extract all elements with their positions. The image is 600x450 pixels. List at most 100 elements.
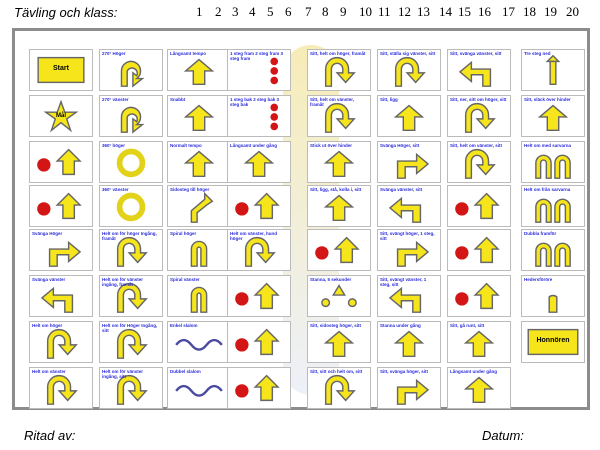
column-number: 19 bbox=[544, 4, 557, 19]
sign-stop-arrow-icon bbox=[315, 236, 360, 264]
rally-sign-card: Stick ut över hinder bbox=[307, 141, 371, 183]
rally-sign-card: Sitt, helt om vänster, framåt bbox=[307, 95, 371, 137]
sign-uturn-icon bbox=[324, 102, 356, 133]
rally-sign-card bbox=[227, 185, 291, 227]
rally-sign-card: Sitt, sidosteg höger, sitt bbox=[307, 321, 371, 363]
rally-sign-card: Helt om för vänster ingång, sitt bbox=[99, 367, 163, 409]
sign-steps-icon bbox=[270, 57, 279, 85]
card-label: Sitt, svänga höger, sitt bbox=[380, 369, 429, 374]
rally-sign-card: Honnören bbox=[521, 321, 585, 363]
card-label: Sitt, sidosteg höger, sitt bbox=[310, 323, 362, 328]
column-number: 3 bbox=[232, 4, 239, 19]
rally-sign-card bbox=[29, 185, 93, 227]
card-label: 270° vänster bbox=[102, 97, 129, 102]
rally-sign-card: Helt om höger bbox=[29, 321, 93, 363]
rally-sign-card: Helt om för höger Ingång, framåt bbox=[99, 229, 163, 271]
sign-loop-icon bbox=[120, 106, 145, 134]
column-number: 11 bbox=[378, 4, 391, 19]
sign-double-icon bbox=[535, 198, 571, 223]
rally-sign-card: Sitt, ner, sitt om höger, sitt bbox=[447, 95, 511, 137]
card-label: Sitt, ner, sitt om höger, sitt bbox=[450, 97, 507, 102]
rally-sign-card: 270° vänster bbox=[99, 95, 163, 137]
sign-double-icon bbox=[535, 242, 571, 267]
card-label: Sitt, sitt och helt om, sitt bbox=[310, 369, 363, 374]
sign-arrow-icon bbox=[323, 330, 355, 357]
rally-sign-card: Sitt, ligg, stå, kolla i, sitt bbox=[307, 185, 371, 227]
card-label: Sitt, svängt vänster, 1 steg, sitt bbox=[380, 277, 427, 287]
sign-steps3-icon bbox=[545, 54, 561, 85]
sign-turn-right-icon bbox=[48, 240, 82, 267]
card-label: Sitt, helt om höger, framåt bbox=[310, 51, 366, 56]
sign-star-icon bbox=[43, 99, 79, 133]
sign-uturn-icon bbox=[464, 102, 496, 133]
sign-slalom-icon bbox=[175, 338, 223, 351]
rally-sign-card: Stanna, 5 sekunder bbox=[307, 275, 371, 317]
card-label: Normalt tempo bbox=[170, 143, 202, 148]
sign-turn-left-icon bbox=[40, 286, 74, 313]
card-label: Snabbt bbox=[170, 97, 186, 102]
card-label: Dubbel slalom bbox=[170, 369, 201, 374]
sign-arrow-icon bbox=[537, 104, 569, 131]
rally-sign-card: 270° Höger bbox=[99, 49, 163, 91]
column-number: 9 bbox=[340, 4, 347, 19]
card-label: Enkel slalom bbox=[170, 323, 198, 328]
sign-arrow-icon bbox=[243, 150, 275, 177]
rally-sign-card: Dubbel slalom bbox=[167, 367, 231, 409]
sign-honor-icon bbox=[548, 294, 558, 313]
rally-sign-card bbox=[227, 367, 291, 409]
card-label: Helt om för vänster ingång, framåt bbox=[102, 277, 144, 287]
sign-loop-icon bbox=[120, 60, 145, 88]
rally-sign-card: Helt om för vänster ingång, framåt bbox=[99, 275, 163, 317]
sign-uturn-icon bbox=[464, 148, 496, 179]
sign-arrow-icon bbox=[183, 104, 215, 131]
column-number: 12 bbox=[398, 4, 411, 19]
sign-arrow-icon bbox=[183, 150, 215, 177]
rally-sign-card: Sitt, svänga höger, sitt bbox=[377, 367, 441, 409]
sign-uturn-icon bbox=[116, 282, 148, 313]
card-label: Stanna under gång bbox=[380, 323, 421, 328]
column-number: 13 bbox=[417, 4, 430, 19]
sign-arrow-icon bbox=[323, 194, 355, 221]
sign-arrow-icon bbox=[393, 104, 425, 131]
sign-stop-arrow-icon bbox=[455, 192, 500, 220]
card-label: Långsamt tempo bbox=[170, 51, 207, 56]
sign-uturn-icon bbox=[324, 56, 356, 87]
rally-sign-card: Start bbox=[29, 49, 93, 91]
card-label: Sitt, helt om vänster, sitt bbox=[450, 143, 503, 148]
column-number: 16 bbox=[478, 4, 491, 19]
card-label: Helt om höger bbox=[32, 323, 63, 328]
drawn-by-label: Ritad av: bbox=[24, 428, 76, 443]
sign-arrow-icon bbox=[183, 58, 215, 85]
rally-sign-card: Helt om med sarvarna bbox=[521, 141, 585, 183]
sign-steps-icon bbox=[270, 103, 279, 131]
card-label: Hedersföröre bbox=[524, 277, 553, 282]
card-label: Dubbla framför bbox=[524, 231, 557, 236]
column-number: 8 bbox=[322, 4, 329, 19]
rally-sign-card: Stanna under gång bbox=[377, 321, 441, 363]
sign-honnor-icon bbox=[527, 328, 579, 356]
rally-sign-card: Svänga Höger bbox=[29, 229, 93, 271]
sign-uturn-icon bbox=[324, 374, 356, 405]
sign-start-icon bbox=[37, 56, 85, 84]
rally-sign-card bbox=[447, 185, 511, 227]
card-label: Tre steg ned bbox=[524, 51, 551, 56]
sign-turn-left-icon bbox=[388, 196, 422, 223]
rally-sign-card: Hedersföröre bbox=[521, 275, 585, 317]
sign-uturn-icon bbox=[116, 328, 148, 359]
sign-circle-icon bbox=[116, 192, 146, 222]
card-label: Helt om för höger Ingång, framåt bbox=[102, 231, 157, 241]
sign-stop-arrow-icon bbox=[37, 192, 82, 220]
sign-stop-arrow-icon bbox=[235, 282, 280, 310]
rally-sign-card: Sitt, ligg bbox=[377, 95, 441, 137]
card-label: 360° vänster bbox=[102, 187, 129, 192]
rally-sign-card: Helt om vänster, hund höger bbox=[227, 229, 291, 271]
card-label: Sitt, svänga vänster, sitt bbox=[450, 51, 502, 56]
rally-sign-card: Svänga Höger, sitt bbox=[377, 141, 441, 183]
card-label: 1 steg bak 2 steg bak 3 steg bak bbox=[230, 97, 280, 107]
rally-sign-card bbox=[307, 229, 371, 271]
column-number: 7 bbox=[305, 4, 312, 19]
rally-sign-card: Sitt, släck över hinder bbox=[521, 95, 585, 137]
card-label: Stanna, 5 sekunder bbox=[310, 277, 352, 282]
sign-spiral-icon bbox=[190, 240, 208, 267]
